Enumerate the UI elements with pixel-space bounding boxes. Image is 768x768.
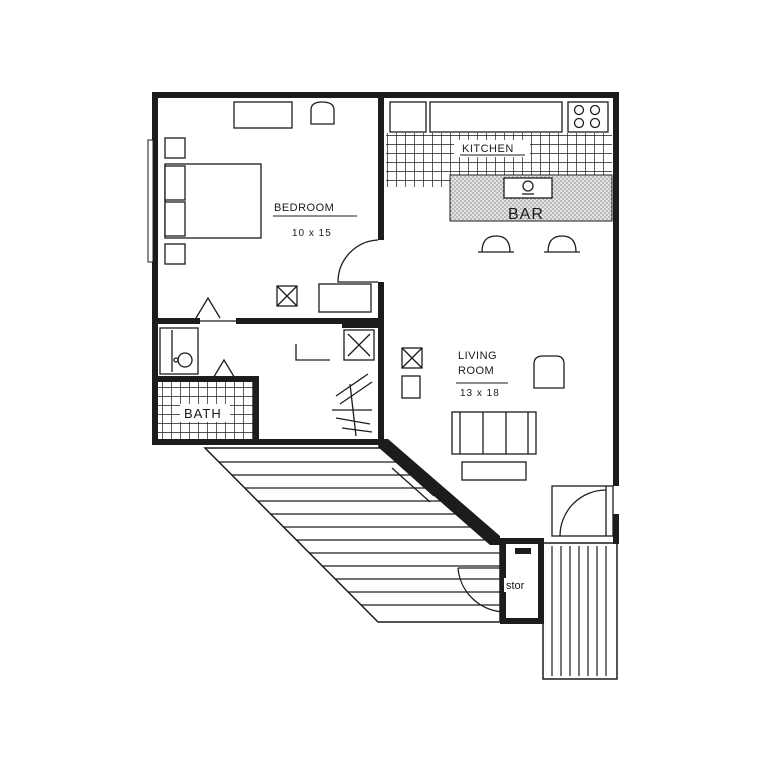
entry-door[interactable]: [551, 485, 614, 537]
bath-label: BATH: [184, 406, 222, 421]
coffee-table: [461, 461, 527, 481]
sliding-door[interactable]: [391, 461, 435, 503]
kitchen-label: KITCHEN: [462, 143, 514, 155]
side-table: [401, 375, 421, 399]
bedroom-door[interactable]: [337, 239, 379, 283]
interior-walls: [158, 98, 384, 444]
kitchen-counters: [389, 101, 609, 133]
bath-fixtures: [159, 327, 237, 381]
bar-stools: [478, 235, 580, 253]
living-furniture: [401, 347, 565, 481]
bedroom-dimensions: 10 x 15: [292, 228, 332, 239]
pillow-bottom: [164, 201, 186, 237]
living-room-label-line1: LIVING: [458, 350, 497, 362]
storage-label: stor: [506, 580, 525, 592]
bedroom-furniture: [164, 101, 372, 313]
bench: [318, 283, 372, 313]
nightstand-bottom: [164, 243, 186, 265]
living-room-label-line2: ROOM: [458, 365, 494, 377]
vanity: [159, 327, 199, 375]
bar-sink: [503, 177, 553, 199]
bedroom-lamp: [276, 285, 298, 307]
living-lamp: [401, 347, 423, 369]
water-heater: [343, 329, 375, 361]
exterior-walls: [152, 92, 619, 545]
dresser: [233, 101, 293, 129]
sofa: [451, 411, 537, 455]
bar-label: BAR: [508, 206, 544, 223]
nightstand-top: [164, 137, 186, 159]
bedroom-closet-door[interactable]: [195, 296, 221, 319]
armchair: [533, 355, 565, 389]
entry-deck: [542, 542, 618, 680]
pillow-top: [164, 165, 186, 201]
stove: [567, 101, 609, 133]
bedroom-window: [147, 139, 154, 263]
living-room-dimensions: 13 x 18: [460, 388, 500, 399]
bedroom-label: BEDROOM: [274, 202, 334, 214]
bath-door: [211, 358, 237, 381]
closet-hangers: [332, 373, 373, 437]
bedroom-chair: [310, 101, 335, 125]
